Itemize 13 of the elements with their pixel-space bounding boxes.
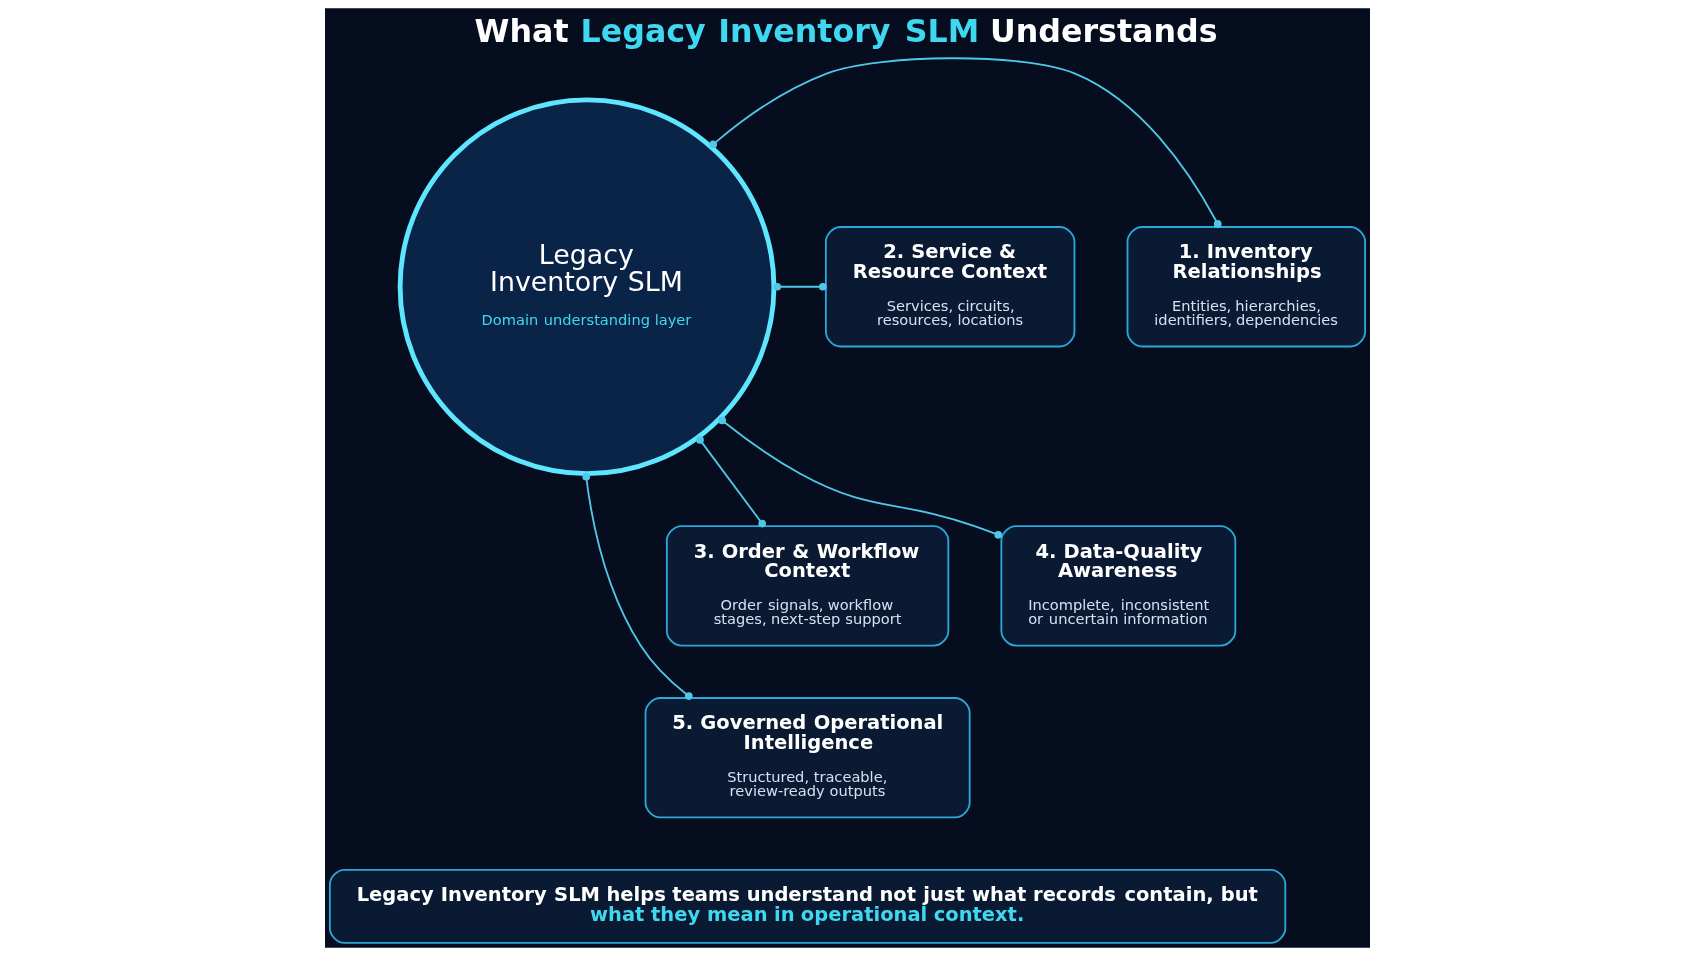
node-box: 3. Order & Workflow Context Order signals, workflow stages, next-step support bbox=[665, 525, 949, 647]
diagram-title: What Legacy Inventory SLM Understands bbox=[474, 13, 1218, 50]
node-box: 2. Service & Resource Context Services, circuits, resources, locations bbox=[824, 226, 1075, 348]
node-box: Legacy Inventory SLM helps teams understand not just what records contain, but what they mean in operational context. bbox=[328, 868, 1286, 944]
connector bbox=[772, 282, 827, 291]
node-box: 5. Governed Operational Intelligence Structured, traceable, review-ready outputs bbox=[644, 697, 971, 819]
connector bbox=[717, 416, 1002, 539]
node-box: 4. Data-Quality Awareness Incomplete, inconsistent or uncertain information bbox=[999, 525, 1236, 647]
connector bbox=[708, 57, 1222, 228]
node-box: 1. Inventory Relationships Entities, hierarchies, identifiers, dependencies bbox=[1126, 226, 1366, 348]
connector bbox=[581, 472, 693, 700]
node-circle: Legacy Inventory SLM Domain understanding layer bbox=[397, 97, 776, 477]
connector bbox=[695, 436, 766, 528]
